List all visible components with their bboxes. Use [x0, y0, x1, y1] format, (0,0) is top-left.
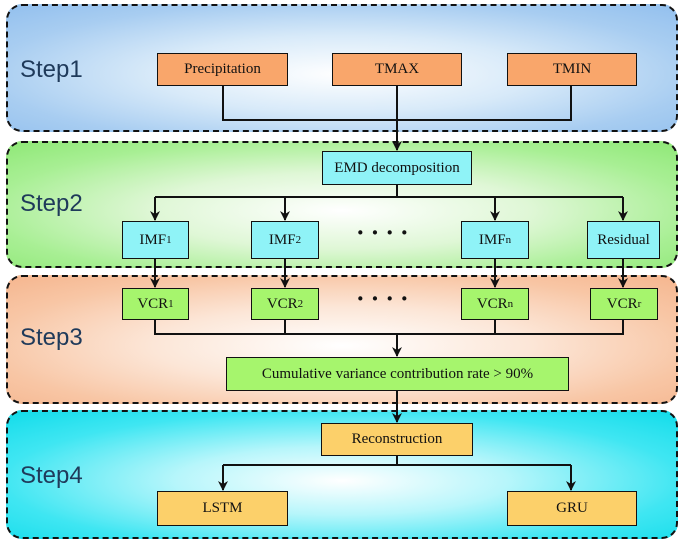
vcrn-text: VCR: [476, 295, 508, 312]
vcr-ellipsis: ····: [356, 284, 415, 313]
step2-label: Step2: [20, 190, 83, 217]
emd-decomposition-box: EMD decomposition: [322, 151, 472, 185]
tmin-box: TMIN: [507, 53, 637, 86]
precipitation-box: Precipitation: [157, 53, 288, 86]
imf-ellipsis: ····: [356, 218, 415, 247]
gru-box: GRU: [507, 491, 637, 526]
reconstruction-box: Reconstruction: [321, 423, 473, 456]
imf1-text: IMF: [139, 231, 167, 248]
step3-label: Step3: [20, 324, 83, 351]
step1-label: Step1: [20, 56, 83, 83]
vcr2-text: VCR: [266, 295, 298, 312]
step4-label: Step4: [20, 462, 83, 489]
cumulative-variance-box: Cumulative variance contribution rate > …: [226, 357, 569, 391]
lstm-box: LSTM: [157, 491, 288, 526]
imfn-text: IMF: [478, 231, 506, 248]
residual-box: Residual: [587, 221, 660, 259]
tmax-box: TMAX: [332, 53, 462, 86]
imf2-text: IMF: [268, 231, 296, 248]
vcrr-text: VCR: [606, 295, 638, 312]
vcr1-text: VCR: [137, 295, 169, 312]
